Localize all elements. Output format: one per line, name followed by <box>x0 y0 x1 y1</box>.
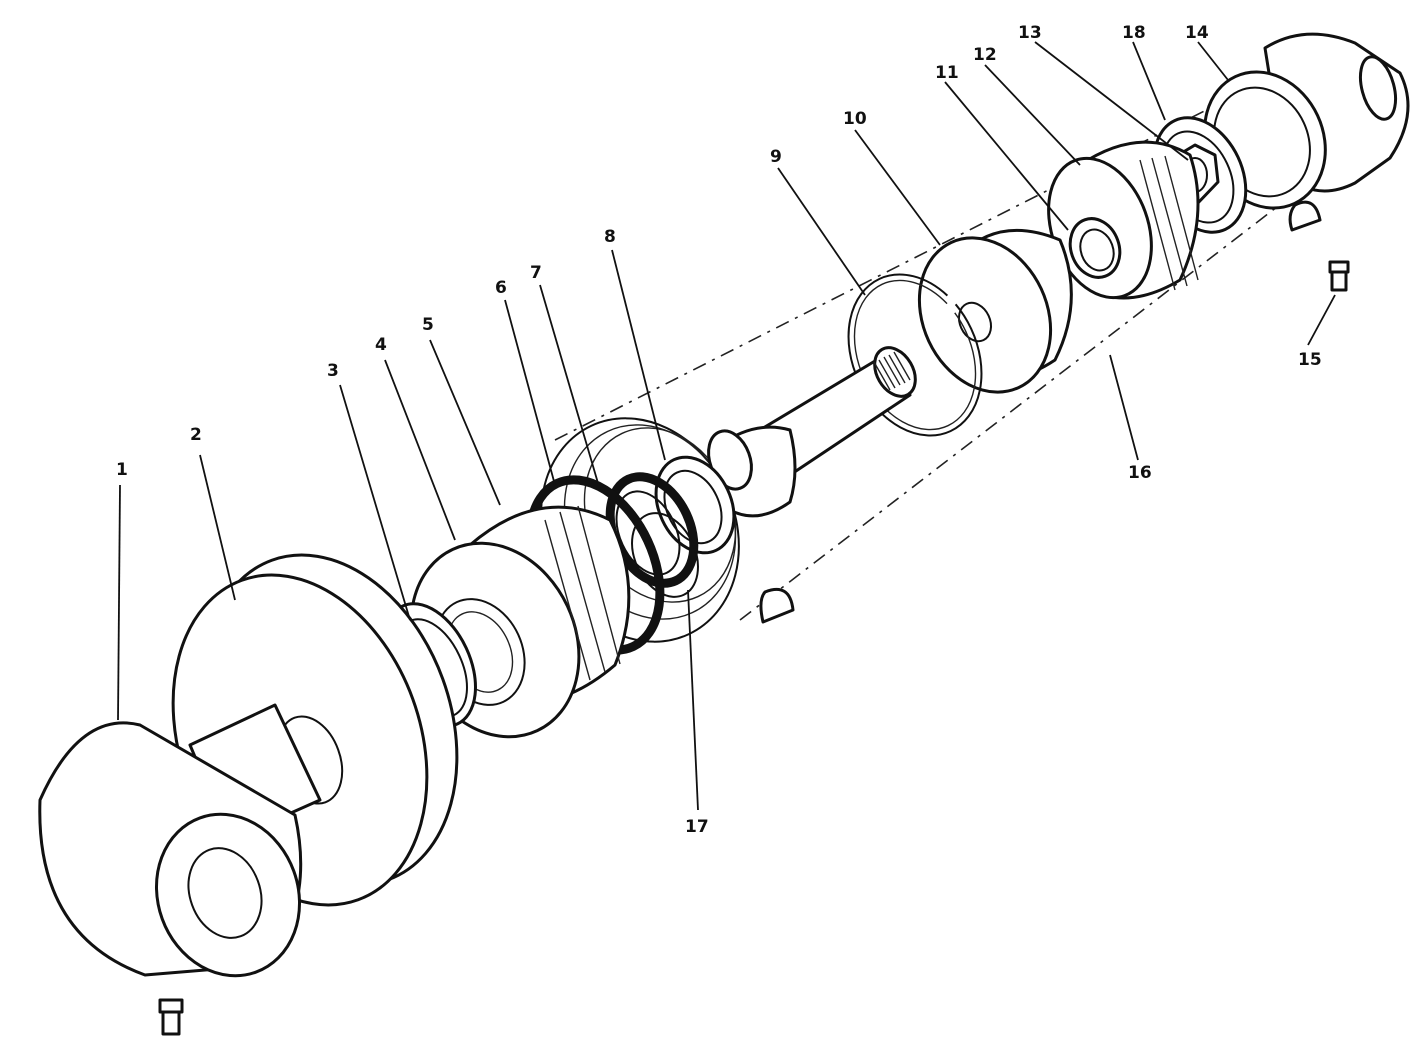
piston-rod <box>707 346 917 518</box>
label-11: 11 <box>935 63 959 83</box>
label-15: 15 <box>1298 350 1322 370</box>
label-17: 17 <box>685 817 709 837</box>
part-1-rod-eye <box>38 703 322 978</box>
label-6: 6 <box>495 278 507 298</box>
part-11-piston-seal <box>1068 217 1122 279</box>
front-grease-fitting <box>158 998 184 1036</box>
label-8: 8 <box>604 227 616 247</box>
label-1: 1 <box>116 460 128 480</box>
label-16: 16 <box>1128 463 1152 483</box>
label-13: 13 <box>1018 23 1042 43</box>
leader-lines <box>117 41 1336 811</box>
part-15-grease-fitting <box>1328 260 1350 292</box>
label-2: 2 <box>190 425 202 445</box>
label-7: 7 <box>530 263 542 283</box>
label-18: 18 <box>1122 23 1146 43</box>
label-3: 3 <box>327 361 339 381</box>
part-5-gland-grooves <box>544 505 621 681</box>
label-14: 14 <box>1185 23 1209 43</box>
callout-labels: 1 2 3 4 5 6 7 8 9 10 11 12 13 14 15 16 1… <box>116 23 1322 837</box>
label-4: 4 <box>375 335 387 355</box>
part-17-seal <box>631 512 699 598</box>
part-10-head <box>917 228 1073 394</box>
label-10: 10 <box>843 109 867 129</box>
label-12: 12 <box>973 45 997 65</box>
label-9: 9 <box>770 147 782 167</box>
label-5: 5 <box>422 315 434 335</box>
